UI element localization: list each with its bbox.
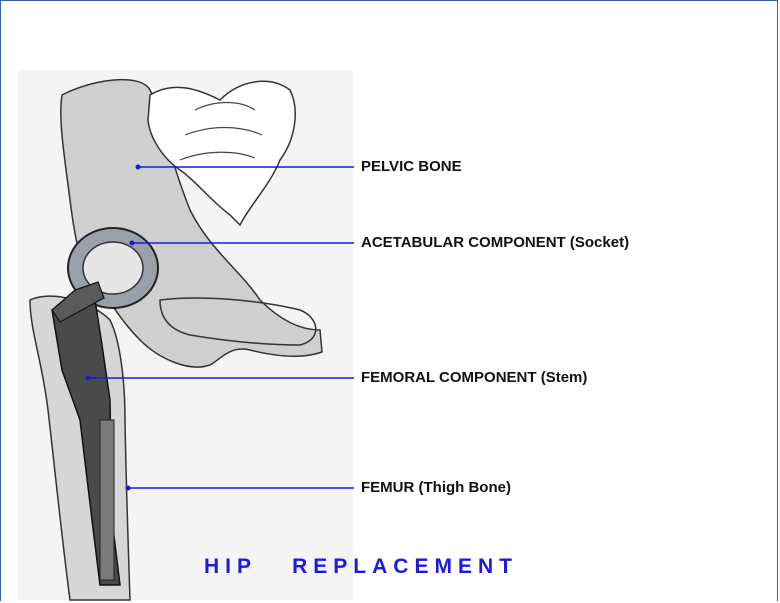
label-acetabular-component: ACETABULAR COMPONENT (Socket): [361, 234, 629, 251]
label-femur: FEMUR (Thigh Bone): [361, 479, 511, 496]
diagram-title: HIP REPLACEMENT: [204, 555, 518, 579]
label-femoral-component: FEMORAL COMPONENT (Stem): [361, 369, 587, 386]
label-pelvic-bone: PELVIC BONE: [361, 158, 462, 175]
